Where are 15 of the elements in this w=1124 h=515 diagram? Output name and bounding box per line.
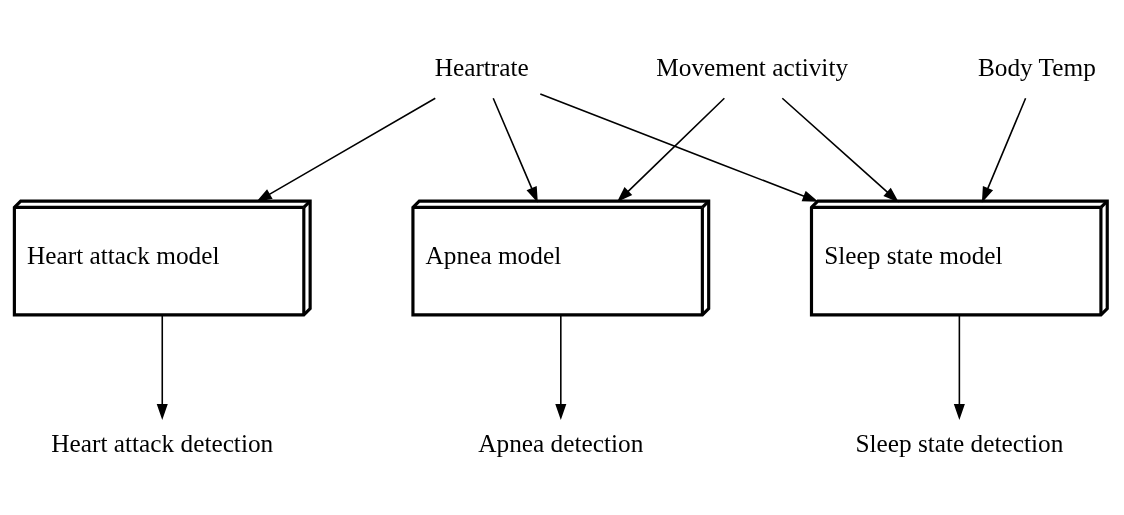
node-text: Heartrate — [434, 52, 529, 81]
arrow — [492, 97, 538, 203]
arrow — [256, 97, 437, 202]
arrow — [156, 313, 168, 420]
arrow — [981, 97, 1027, 203]
arrow — [616, 97, 726, 202]
arrow — [781, 97, 899, 202]
node-text: Movement activity — [656, 52, 849, 81]
arrow — [555, 313, 567, 420]
node-text: Sleep state detection — [855, 428, 1064, 457]
node-text: Heart attack detection — [51, 428, 274, 457]
arrow — [539, 92, 819, 202]
node-text: Apnea detection — [478, 428, 644, 457]
arrow — [953, 313, 965, 420]
node-text: Body Temp — [977, 52, 1096, 81]
